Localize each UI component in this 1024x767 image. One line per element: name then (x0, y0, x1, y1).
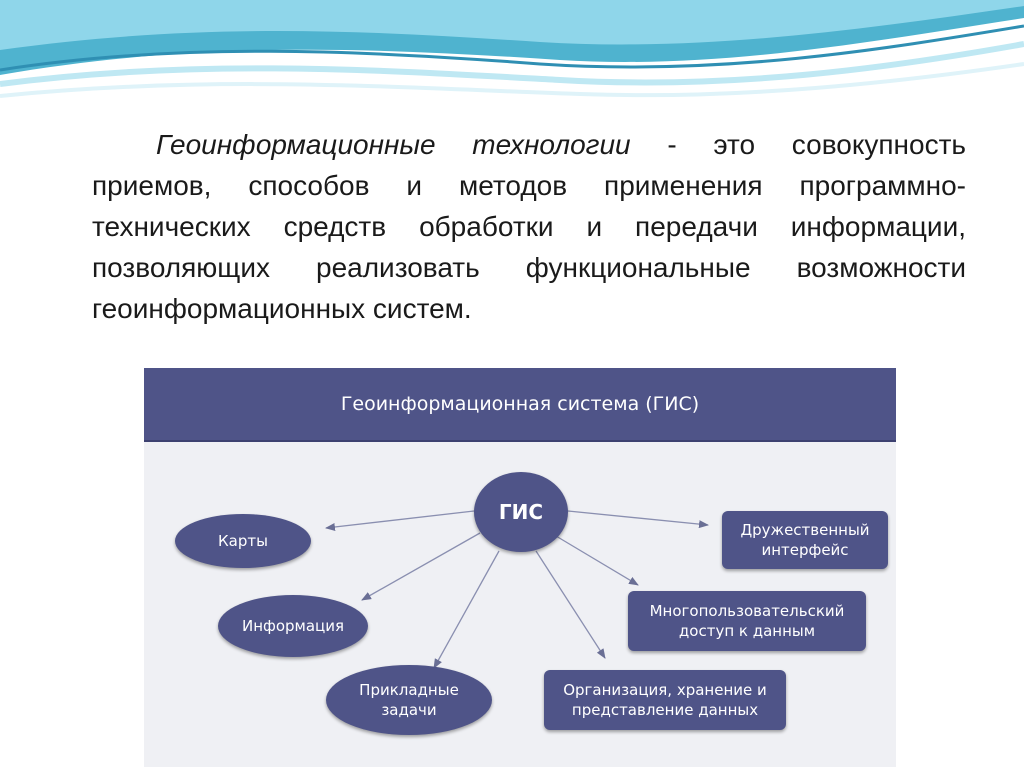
node-friendly-interface: Дружественный интерфейс (722, 511, 888, 569)
hub-gis: ГИС (474, 472, 568, 552)
node-applied-tasks: Прикладные задачи (326, 665, 492, 735)
arrow-to-applied-tasks (433, 550, 500, 669)
definition-paragraph: Геоинформационные технологии - это совок… (92, 124, 966, 329)
node-multiuser-access: Многопользовательский доступ к данным (628, 591, 866, 651)
node-information: Информация (218, 595, 368, 657)
arrow-to-organization (535, 550, 606, 659)
arrow-to-interface (567, 510, 709, 529)
arrow-to-multiuser (555, 535, 639, 586)
definition-term: Геоинформационные технологии (156, 129, 631, 160)
node-maps: Карты (175, 514, 311, 568)
arrow-to-information (361, 532, 481, 601)
definition-text: - это совокупность приемов, способов и м… (92, 129, 966, 324)
node-organization: Организация, хранение и представление да… (544, 670, 786, 730)
diagram-arrows (325, 510, 709, 669)
decorative-wave (0, 0, 1024, 98)
gis-diagram: Геоинформационная система (ГИС) ГИС Карт… (144, 368, 896, 767)
arrow-to-maps (325, 510, 475, 531)
diagram-title: Геоинформационная система (ГИС) (144, 368, 896, 442)
